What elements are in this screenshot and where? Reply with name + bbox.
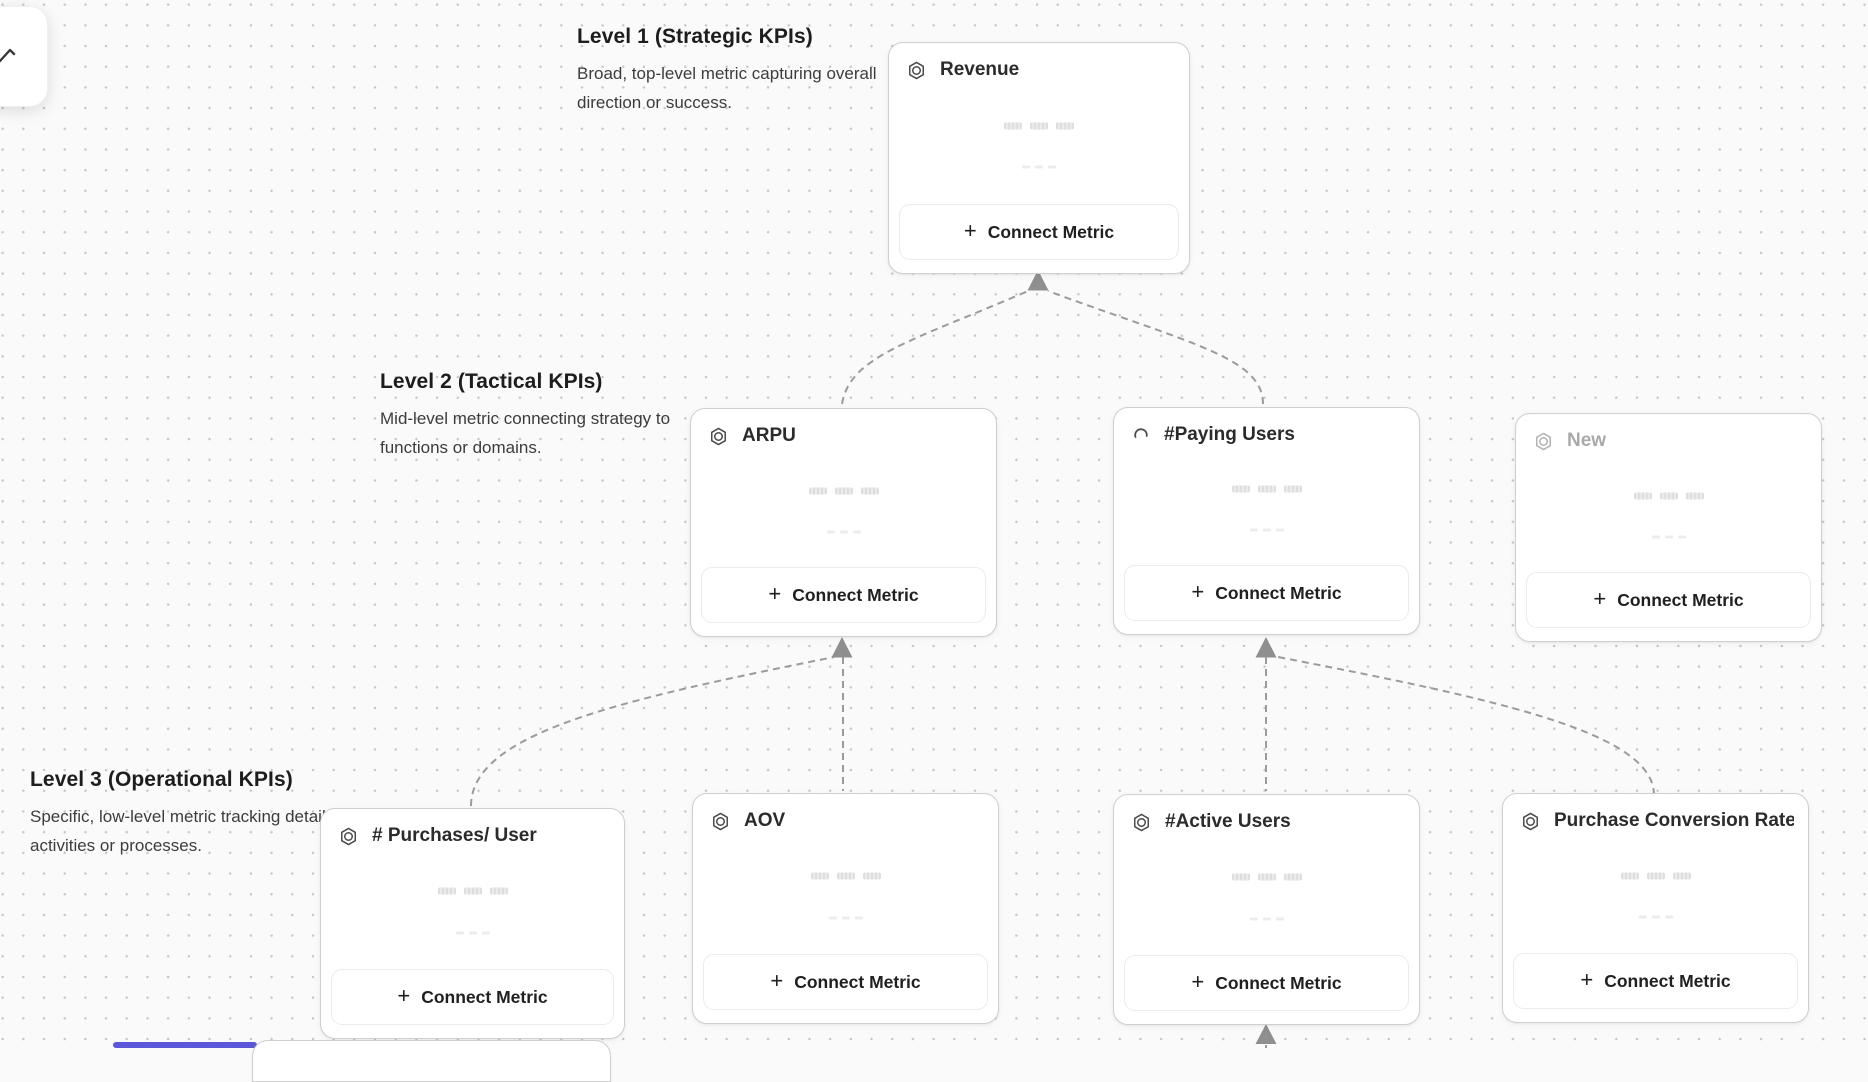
metric-card-new[interactable]: New + Connect Metric [1515,413,1822,642]
connect-metric-label: Connect Metric [1215,972,1342,993]
loading-spinner-icon [1131,425,1151,445]
toolbar-button[interactable] [0,6,48,107]
connect-metric-button[interactable]: + Connect Metric [1124,565,1409,621]
metric-card-title: Purchase Conversion Rate [1554,810,1794,831]
metric-skeleton-row [1004,122,1074,130]
metric-skeleton-row [1651,535,1686,539]
connect-metric-button[interactable]: + Connect Metric [701,567,986,623]
hexagon-metric-icon [1520,811,1541,832]
metric-card-aov[interactable]: AOV + Connect Metric [692,793,999,1024]
connect-metric-label: Connect Metric [421,986,548,1007]
connect-metric-label: Connect Metric [1215,582,1342,603]
selection-accent-line [113,1042,257,1048]
plus-icon: + [768,581,782,606]
metric-skeleton-row [1022,165,1056,169]
plus-icon: + [1191,579,1205,604]
connect-metric-button[interactable]: + Connect Metric [331,969,614,1025]
metric-card-title: # Purchases/ User [372,825,537,846]
connect-metric-label: Connect Metric [987,221,1115,242]
metric-skeleton-row [1633,492,1704,500]
metric-card-revenue[interactable]: Revenue + Connect Metric [888,42,1190,274]
connect-metric-label: Connect Metric [792,584,919,605]
metric-skeleton-row [1249,917,1284,921]
connect-metric-button[interactable]: + Connect Metric [1124,955,1409,1011]
metric-skeleton-row [455,931,490,935]
metric-skeleton-row [826,530,861,534]
level-3-title: Level 3 (Operational KPIs) [30,768,293,791]
metric-card-purchase-conversion-rate[interactable]: Purchase Conversion Rate + Connect Metri… [1502,793,1809,1023]
metric-skeleton-row [1231,485,1302,493]
metric-card-purchases-per-user[interactable]: # Purchases/ User + Connect Metric [320,808,625,1039]
plus-icon: + [770,968,784,993]
connect-metric-button[interactable]: + Connect Metric [1526,572,1811,628]
metric-card-arpu[interactable]: ARPU + Connect Metric [690,408,997,637]
hexagon-metric-icon [1533,431,1554,452]
metric-skeleton-row [1231,873,1302,881]
metric-card-title: New [1567,430,1607,451]
level-2-label: Level 2 (Tactical KPIs) Mid-level metric… [380,370,672,462]
metric-skeleton-row [828,916,863,920]
plus-icon: + [397,983,411,1008]
metric-skeleton-row [808,487,879,495]
metric-skeleton-row [1638,915,1673,919]
metric-skeleton-row [1249,528,1284,532]
metric-card-title: Revenue [940,59,1020,80]
metric-card-title: AOV [744,810,786,831]
hexagon-metric-icon [710,811,731,832]
metric-skeleton-row [1620,872,1691,880]
metric-card-title: ARPU [742,425,796,446]
level-1-label: Level 1 (Strategic KPIs) Broad, top-leve… [577,25,877,117]
metric-skeleton-row [810,872,881,880]
plus-icon: + [1191,969,1205,994]
level-1-title: Level 1 (Strategic KPIs) [577,25,813,48]
metric-skeleton-row [437,887,508,895]
plus-icon: + [963,218,977,243]
level-3-description: Specific, low-level metric tracking deta… [30,807,345,855]
metric-card-paying-users[interactable]: #Paying Users + Connect Metric [1113,407,1420,635]
plus-icon: + [1580,967,1594,992]
connect-metric-button[interactable]: + Connect Metric [899,204,1179,260]
hexagon-metric-icon [1131,812,1152,833]
hexagon-metric-icon [708,426,729,447]
metric-card-title: #Paying Users [1164,424,1295,445]
level-1-description: Broad, top-level metric capturing overal… [577,64,877,112]
level-2-title: Level 2 (Tactical KPIs) [380,370,603,393]
connect-metric-button[interactable]: + Connect Metric [1513,953,1798,1009]
arrow-cursor-icon [0,48,16,63]
level-3-label: Level 3 (Operational KPIs) Specific, low… [30,768,348,860]
metric-card-title: #Active Users [1165,811,1291,832]
connect-metric-label: Connect Metric [794,971,921,992]
metric-card-active-users[interactable]: #Active Users + Connect Metric [1113,794,1420,1025]
metric-card-partial-offscreen[interactable] [252,1040,611,1082]
hexagon-metric-icon [906,60,927,81]
hexagon-metric-icon [338,826,359,847]
connect-metric-button[interactable]: + Connect Metric [703,954,988,1010]
level-2-description: Mid-level metric connecting strategy to … [380,409,671,457]
plus-icon: + [1593,586,1607,611]
connect-metric-label: Connect Metric [1604,970,1731,991]
connect-metric-label: Connect Metric [1617,589,1744,610]
